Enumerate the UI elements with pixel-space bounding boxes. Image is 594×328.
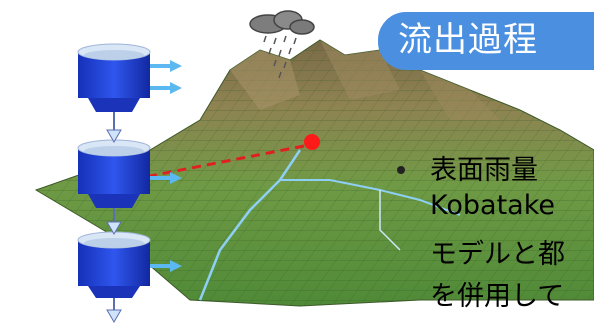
- bullet-text-line-2: Kobatake: [430, 190, 555, 221]
- terrain-map: [34, 39, 594, 307]
- tank-icon: [77, 43, 151, 298]
- outflow-arrow-icon: [150, 60, 182, 272]
- bullet-text-line-1: 表面雨量: [430, 155, 538, 186]
- observation-point-icon: [304, 134, 320, 150]
- bullet-icon: [397, 166, 405, 174]
- bullet-text-line-3: モデルと都: [430, 239, 565, 270]
- bullet-text-line-4: を併用して: [430, 281, 565, 312]
- title-badge: [378, 12, 594, 70]
- page-title: 流出過程: [398, 20, 538, 60]
- rain-cloud-icon: [249, 10, 315, 79]
- percolation-arrow-icon: [106, 112, 122, 323]
- tank-link-dashed: [149, 144, 305, 178]
